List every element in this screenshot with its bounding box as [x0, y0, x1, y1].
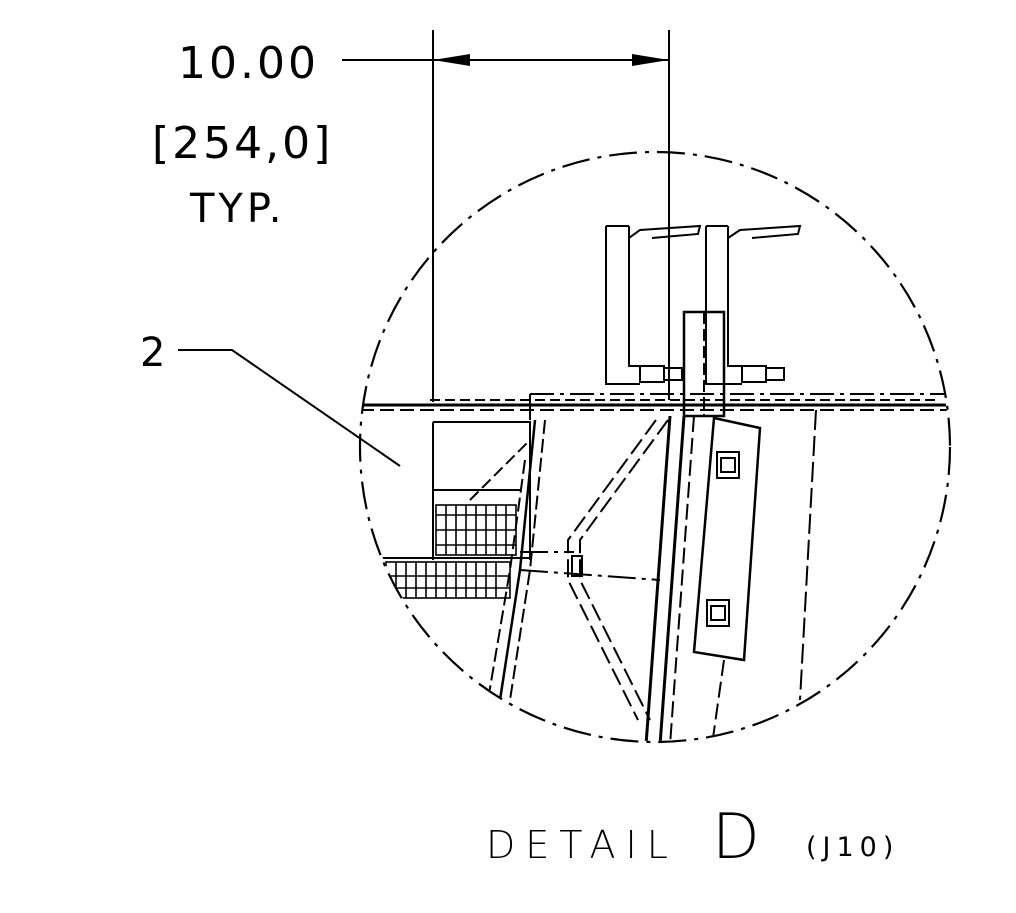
dimension-note: TYP. — [189, 186, 285, 232]
detail-boundary-circle — [358, 150, 952, 744]
dimension-annotation: 10.00 [254,0] TYP. — [152, 38, 333, 232]
dimension-lines — [342, 30, 670, 402]
item-callout: 2 — [140, 330, 401, 467]
dimension-metric: [254,0] — [152, 118, 333, 169]
detail-word: DETAIL — [486, 823, 678, 867]
item-callout-number: 2 — [140, 330, 169, 376]
detail-letter: D — [712, 800, 760, 873]
detail-label: DETAIL D (J10) — [486, 800, 899, 873]
dimension-arrowheads — [433, 54, 669, 66]
leader-line — [178, 349, 401, 467]
detail-reference: (J10) — [806, 832, 899, 863]
detail-geometry — [361, 224, 949, 741]
dimension-value: 10.00 — [178, 38, 319, 89]
